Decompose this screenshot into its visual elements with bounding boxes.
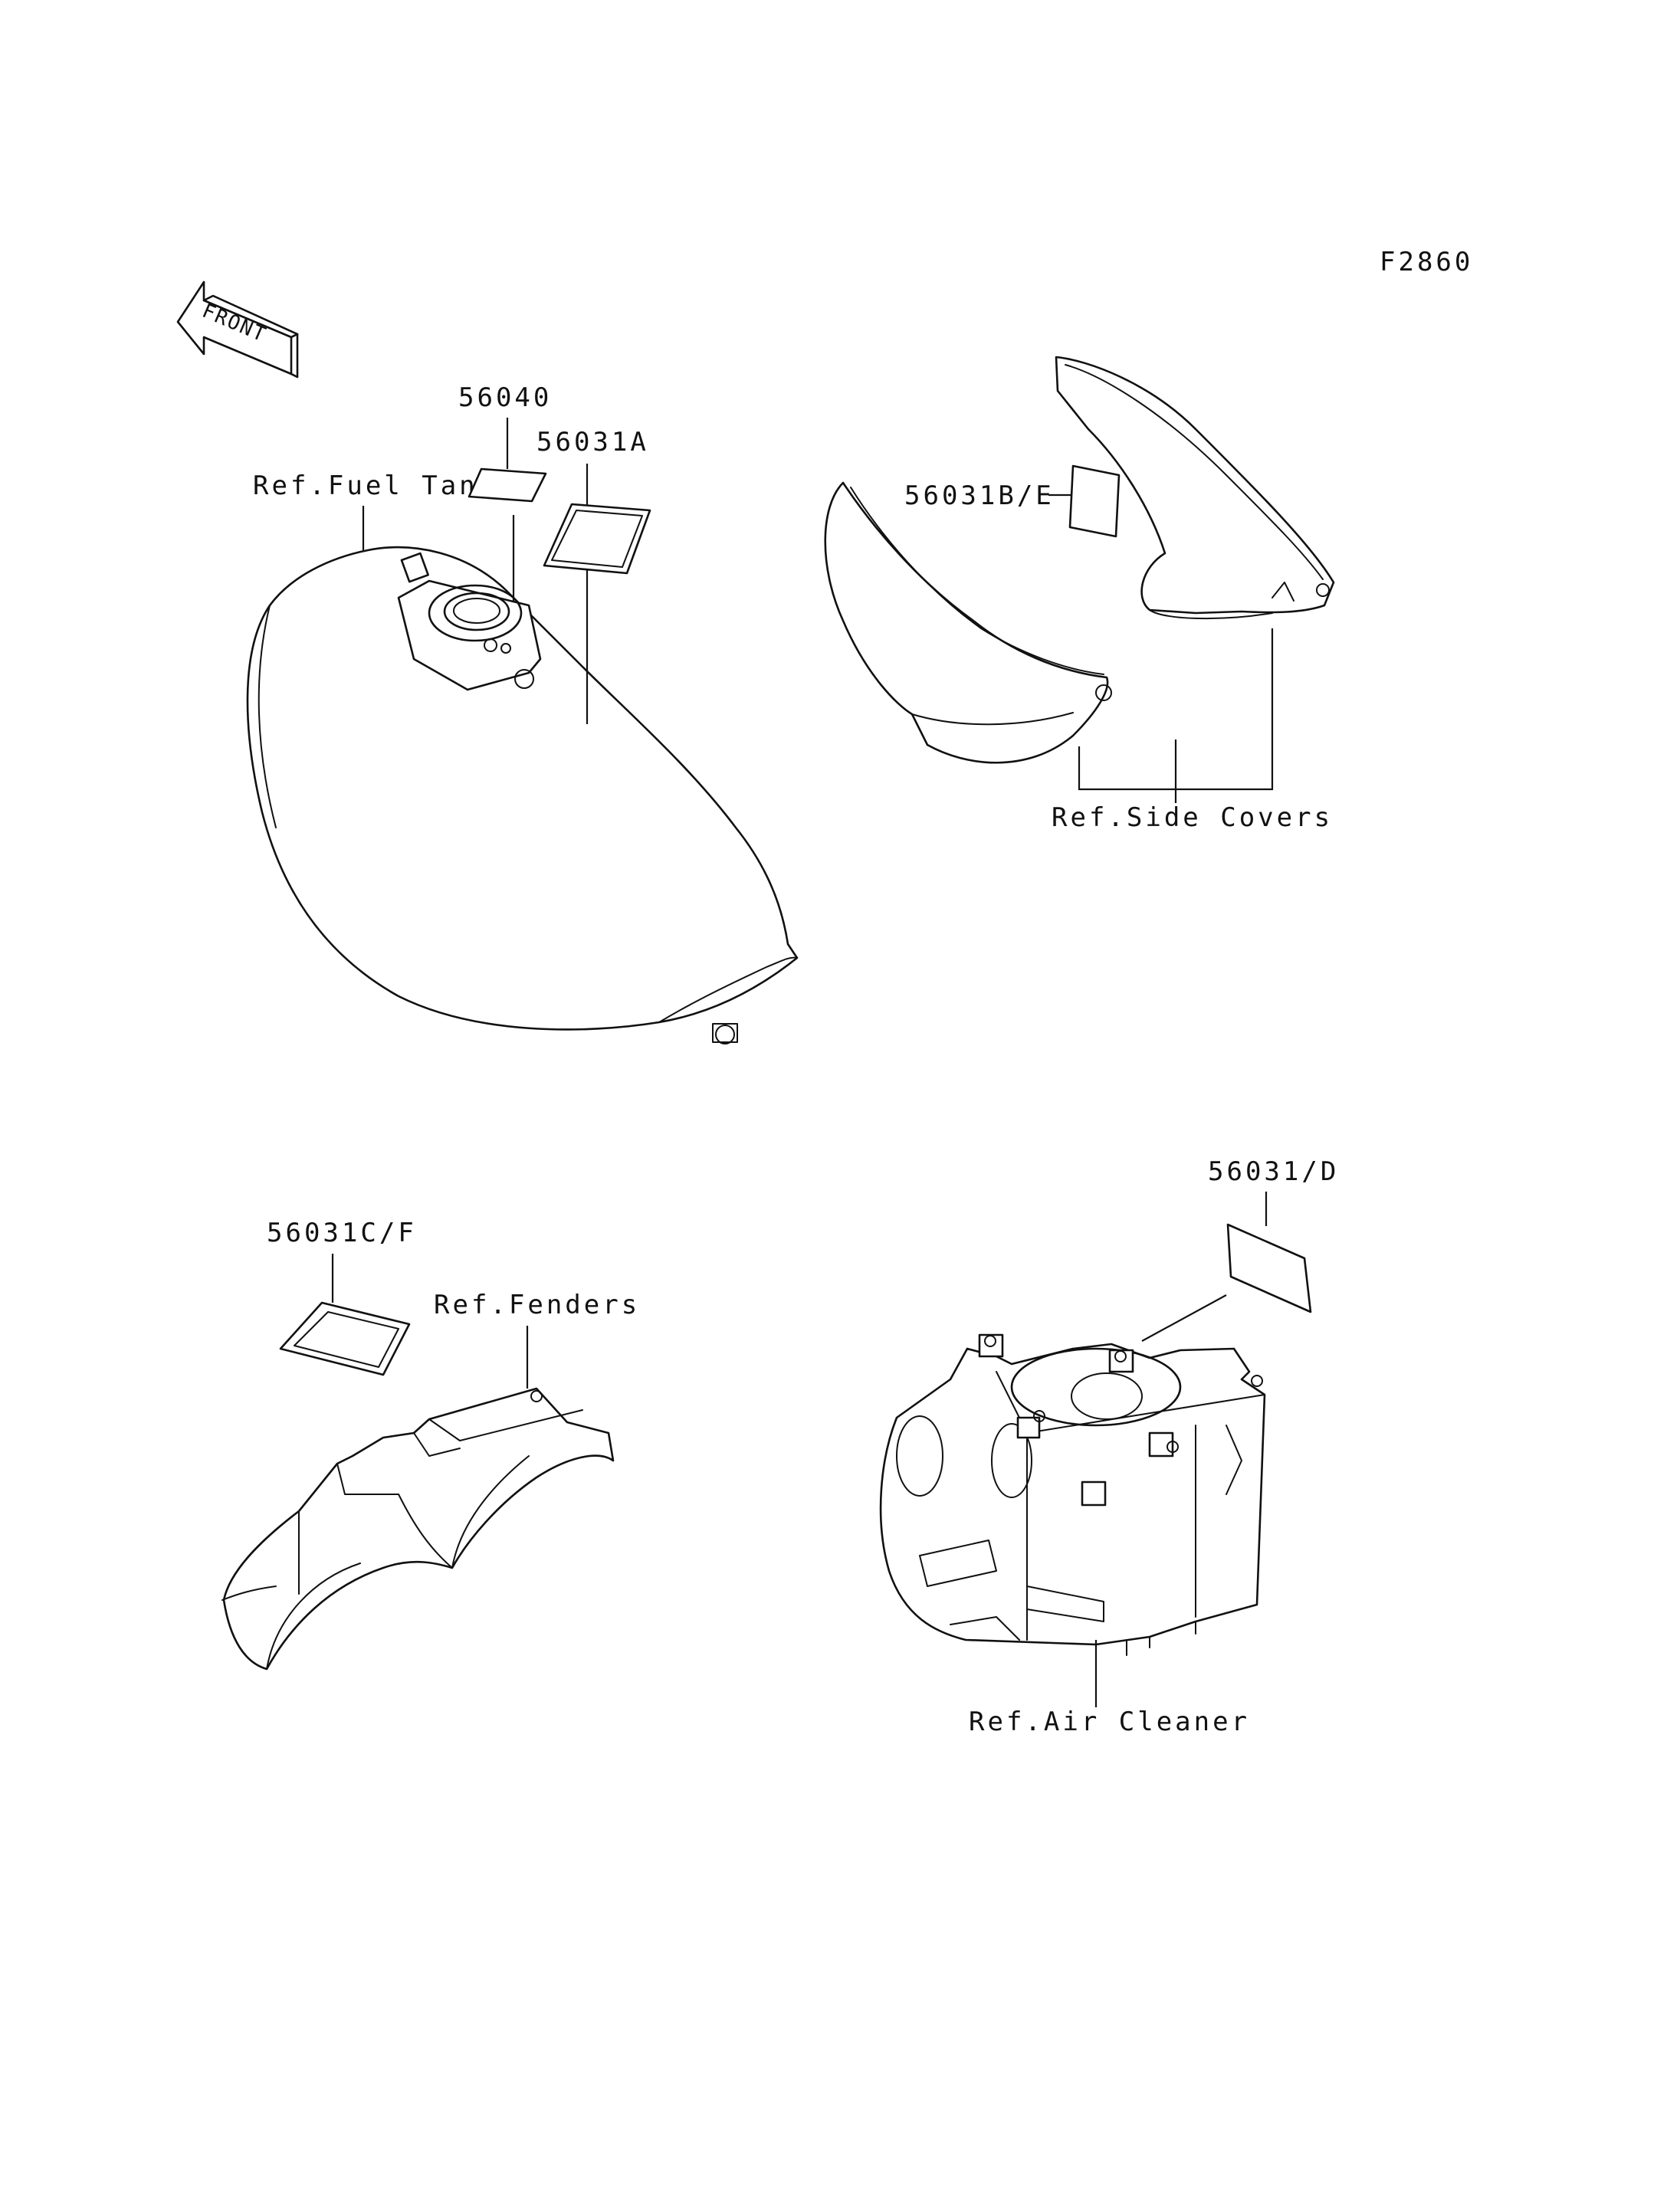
ref-air-cleaner-label: Ref.Air Cleaner [969,1707,1250,1737]
side-cover-left [824,481,1109,764]
fenders-group: 56031C/F Ref.Fenders [221,1218,640,1671]
decal-56031be [1068,464,1121,538]
fender-outline [222,1387,615,1671]
fuel-tank-group: 56040 56031A Ref.Fuel Tank [246,382,799,1044]
part-number-56031cf: 56031C/F [267,1218,417,1248]
side-cover-right [1055,356,1335,615]
decal-56031d [1226,1223,1312,1313]
decal-56031cf [279,1301,411,1376]
air-cleaner-outline [879,1343,1266,1646]
part-number-56040: 56040 [458,382,552,413]
ref-fenders-label: Ref.Fenders [434,1290,640,1320]
ref-side-covers-label: Ref.Side Covers [1052,802,1333,833]
ref-fuel-tank-label: Ref.Fuel Tank [253,471,497,501]
part-number-56031be: 56031B/E [904,480,1055,511]
front-arrow-icon: FRONT [176,280,299,379]
air-cleaner-group: 56031/D Ref.Air Cleaner [879,1156,1339,1737]
decal-56040 [468,467,547,503]
figure-code: F2860 [1380,247,1473,277]
part-number-56031d: 56031/D [1208,1156,1339,1187]
fuel-tank-outline [246,546,799,1031]
side-covers-group: 56031B/E Ref.Side Covers [824,356,1335,833]
part-number-56031a: 56031A [536,427,649,457]
